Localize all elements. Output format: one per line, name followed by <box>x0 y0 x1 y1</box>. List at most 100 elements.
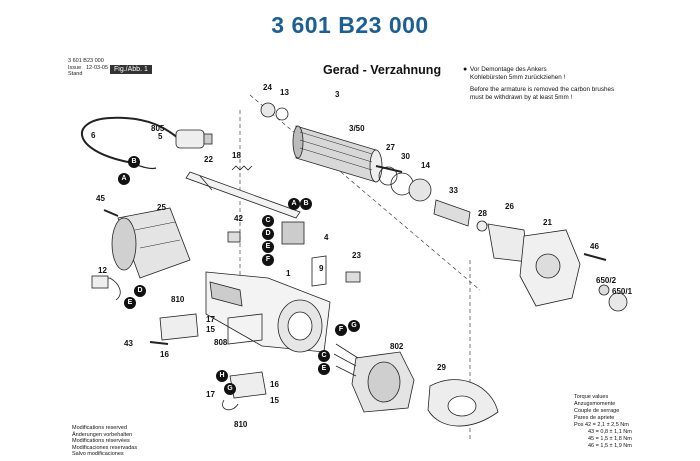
label-24: 24 <box>263 83 272 92</box>
diagram-subtitle: Gerad - Verzahnung <box>323 63 442 77</box>
screw-45 <box>103 209 119 217</box>
stator-wires <box>333 343 359 377</box>
figure-tag: Fig./Abb. 1 <box>110 65 152 74</box>
part-808 <box>227 313 263 345</box>
label-15-upper: 15 <box>206 325 215 334</box>
gear-housing-21 <box>519 229 581 307</box>
torque-row: 45 = 1,5 ± 1,8 Nm <box>588 436 632 442</box>
label-3-50: 3/50 <box>349 124 365 133</box>
label-18: 18 <box>232 151 241 160</box>
callout-h-brush: H <box>216 370 228 382</box>
label-16-lower: 16 <box>270 380 279 389</box>
modifications-notice: Modifications reserved Änderungen vorbeh… <box>72 425 137 458</box>
callout-e-stator: E <box>318 363 330 375</box>
callout-a-cord: A <box>118 173 130 185</box>
label-21: 21 <box>543 218 552 227</box>
label-5: 5 <box>158 132 163 141</box>
mod-line: Modifications reserved <box>72 425 128 431</box>
label-22: 22 <box>204 155 213 164</box>
torque-row: 46 = 1,5 ± 1,9 Nm <box>588 443 632 449</box>
note-bullet: ● <box>463 66 468 73</box>
label-12: 12 <box>98 266 107 275</box>
label-802: 802 <box>390 342 404 351</box>
wire-12 <box>91 277 121 301</box>
mod-line: Modificaciones reservadas <box>72 444 138 451</box>
switch-4 <box>281 221 305 245</box>
screw-43 <box>149 341 169 345</box>
issue-label: Issue <box>68 65 82 71</box>
callout-g-brush: G <box>224 383 236 395</box>
label-28: 28 <box>478 209 487 218</box>
label-25: 25 <box>157 203 166 212</box>
label-14: 14 <box>421 161 430 170</box>
label-33: 33 <box>449 186 458 195</box>
label-650-1: 650/1 <box>612 287 633 296</box>
part-23 <box>345 271 361 283</box>
note-de-1: ●Vor Demontage des Ankers <box>463 66 547 74</box>
label-805: 805 <box>151 124 165 133</box>
switch-bar <box>185 171 301 219</box>
retaining-ring-27 <box>378 166 398 186</box>
callout-e-switch: E <box>262 241 274 253</box>
label-15-lower: 15 <box>270 396 279 405</box>
washer-13 <box>275 107 289 121</box>
label-810-lower: 810 <box>234 420 248 429</box>
field-802 <box>351 351 415 413</box>
note-de-line1: Vor Demontage des Ankers <box>470 66 547 73</box>
callout-f-switch: F <box>262 254 274 266</box>
label-9: 9 <box>319 264 324 273</box>
doc-number: 3 601 B23 000 <box>68 58 104 64</box>
label-650-2: 650/2 <box>596 276 617 285</box>
spring <box>231 165 253 171</box>
label-17-upper: 17 <box>206 315 215 324</box>
bearing-24 <box>260 102 276 118</box>
bearing-14 <box>408 178 432 202</box>
torque-table: Torque values Anzugsmomente Couple de se… <box>574 394 632 450</box>
label-45: 45 <box>96 194 105 203</box>
callout-b-switch: B <box>300 198 312 210</box>
torque-row: 43 = 0,8 ± 1,1 Nm <box>588 429 632 435</box>
label-13: 13 <box>280 88 289 97</box>
note-de-line2: Kohlebürsten 5mm zurückziehen ! <box>470 74 566 81</box>
label-26: 26 <box>505 202 514 211</box>
callout-c-stator: C <box>318 350 330 362</box>
label-1: 1 <box>286 269 291 278</box>
label-43: 43 <box>124 339 133 348</box>
label-16-upper: 16 <box>160 350 169 359</box>
motor-cover-25 <box>111 207 191 279</box>
screw-46 <box>583 253 607 261</box>
spindle-33 <box>433 199 471 227</box>
callout-c-switch: C <box>262 215 274 227</box>
part-650-2 <box>598 284 610 296</box>
plate-9 <box>311 255 327 287</box>
label-27: 27 <box>386 143 395 152</box>
guard-29 <box>427 379 499 427</box>
torque-heading-de: Anzugsmomente <box>574 401 616 407</box>
label-3: 3 <box>335 90 340 99</box>
part-28 <box>476 220 488 232</box>
label-17-lower: 17 <box>206 390 215 399</box>
label-4: 4 <box>324 233 329 242</box>
torque-heading-fr: Couple de serrage <box>574 408 620 414</box>
note-en-line1: Before the armature is removed the carbo… <box>470 86 615 93</box>
mod-line: Änderungen vorbehalten <box>72 431 133 438</box>
part-42 <box>227 231 241 243</box>
stand-label: Stand <box>68 71 83 77</box>
callout-b-cord: B <box>128 156 140 168</box>
torque-row: Pos 42 = 2,1 ± 2,5 Nm <box>574 422 629 428</box>
brush-holder-810 <box>159 313 199 341</box>
armature <box>292 125 403 183</box>
torque-heading-es: Pares de apriete <box>574 415 615 421</box>
label-29: 29 <box>437 363 446 372</box>
assembly-axis-line <box>249 94 481 291</box>
callout-f-stator: F <box>335 324 347 336</box>
callout-g-stator: G <box>348 320 360 332</box>
callout-d-wire: D <box>134 285 146 297</box>
callout-d-switch: D <box>262 228 274 240</box>
note-en-line2: must be withdrawn by at least 5mm ! <box>470 94 573 101</box>
issue-date: 12-03-05 <box>86 65 109 71</box>
mod-line: Modifications réservées <box>72 438 130 445</box>
label-810-upper: 810 <box>171 295 185 304</box>
